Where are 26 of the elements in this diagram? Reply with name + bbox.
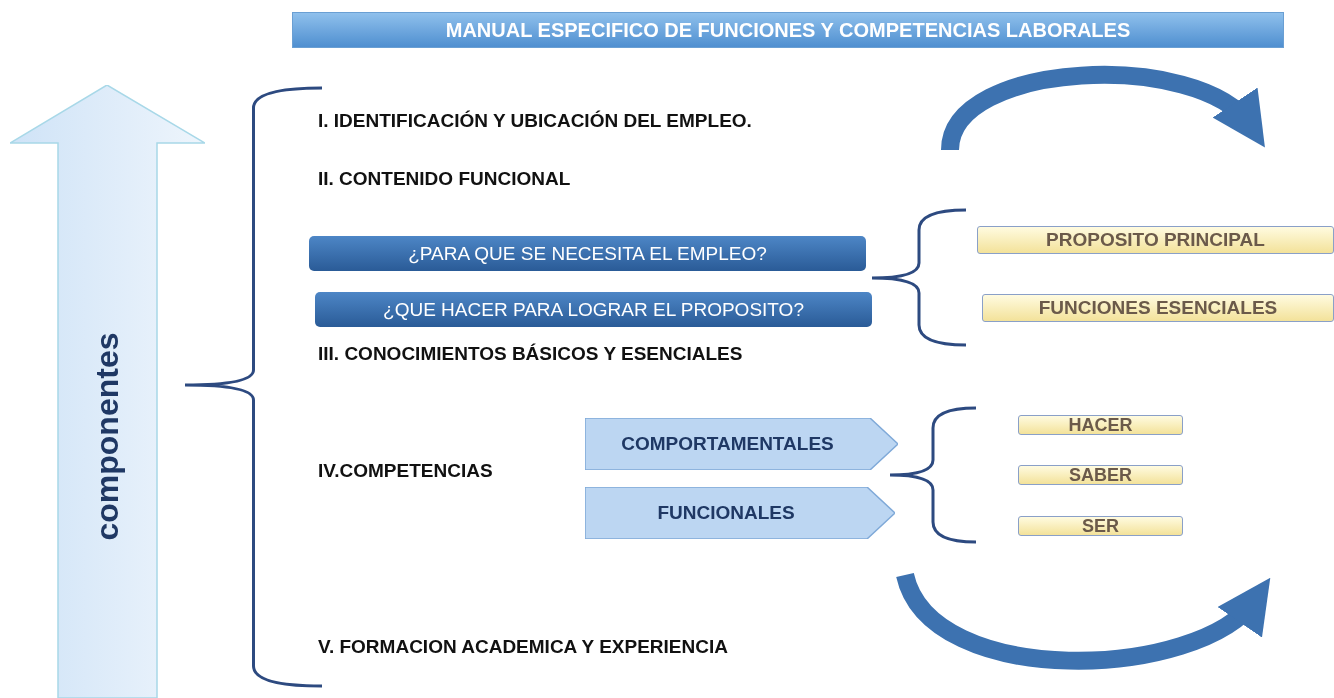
section-heading: I. IDENTIFICACIÓN Y UBICACIÓN DEL EMPLEO. xyxy=(318,110,752,132)
section-heading: III. CONOCIMIENTOS BÁSICOS Y ESENCIALES xyxy=(318,343,743,365)
node-text: FUNCIONES ESENCIALES xyxy=(1038,297,1278,319)
node-text: HACER xyxy=(1068,414,1133,436)
question-box xyxy=(315,292,872,327)
label-box xyxy=(982,294,1334,322)
node-text: COMPORTAMENTALES xyxy=(621,433,834,455)
chevron-box xyxy=(585,487,895,539)
node-text: componentes xyxy=(89,332,126,541)
node-text: SABER xyxy=(1069,464,1132,486)
section-heading: V. FORMACION ACADEMICA Y EXPERIENCIA xyxy=(318,636,728,658)
label-box xyxy=(1018,516,1183,536)
question-box xyxy=(309,236,866,271)
node-text: ¿PARA QUE SE NECESITA EL EMPLEO? xyxy=(408,242,767,265)
upward-arrow-shape xyxy=(10,85,205,698)
section-heading: II. CONTENIDO FUNCIONAL xyxy=(318,168,571,190)
section-heading: IV.COMPETENCIAS xyxy=(318,460,493,482)
label-box xyxy=(1018,465,1183,485)
node-text: ¿QUE HACER PARA LOGRAR EL PROPOSITO? xyxy=(383,298,804,321)
label-box xyxy=(1018,415,1183,435)
chevron-box xyxy=(585,418,898,470)
node-text: PROPOSITO PRINCIPAL xyxy=(1046,229,1265,251)
node-text: FUNCIONALES xyxy=(657,502,795,524)
node-text: SER xyxy=(1082,515,1119,537)
label-box xyxy=(977,226,1334,254)
title-banner: MANUAL ESPECIFICO DE FUNCIONES Y COMPETENCIAS LABORALES xyxy=(292,12,1284,48)
